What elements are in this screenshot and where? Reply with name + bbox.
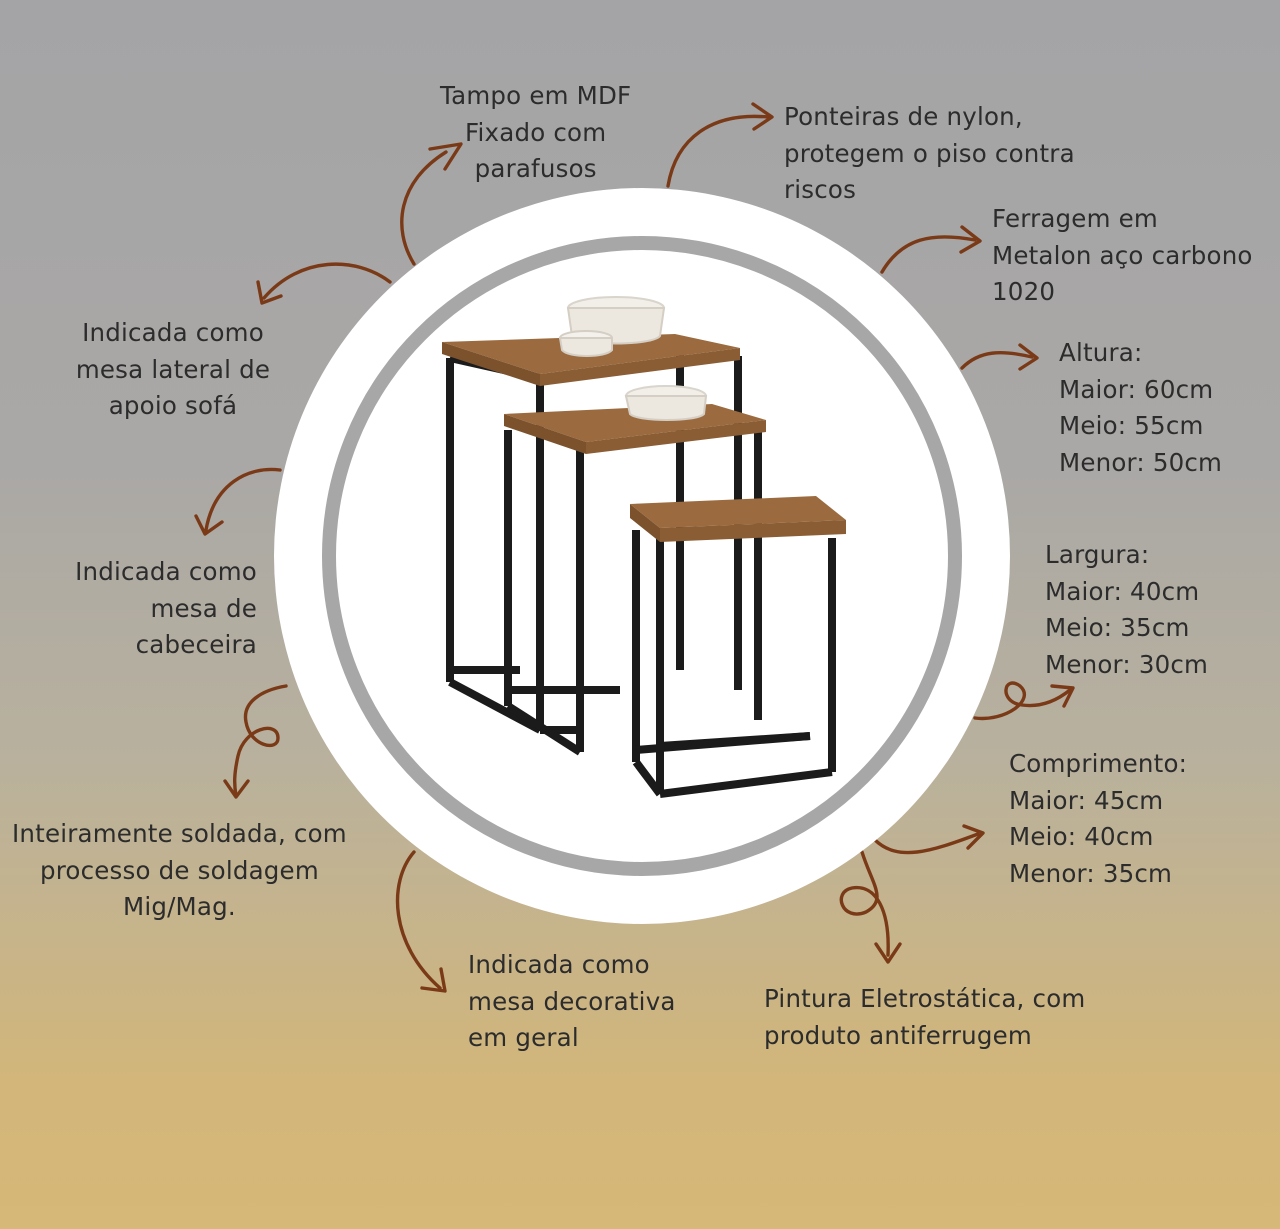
- bowl-set: [558, 296, 708, 421]
- label-comprimento: Comprimento: Maior: 45cm Meio: 40cm Meno…: [1009, 749, 1188, 888]
- label-altura: Altura: Maior: 60cm Meio: 55cm Menor: 50…: [1059, 338, 1223, 477]
- arrow-soldada: [223, 684, 288, 799]
- small-table: [632, 530, 836, 798]
- nesting-tables-illustration: [442, 296, 846, 798]
- label-soldada: Inteiramente soldada, com processo de so…: [12, 819, 347, 921]
- arrow-decorativa: [395, 850, 447, 993]
- label-tampo: Tampo em MDF Fixado com parafusos: [440, 81, 632, 183]
- label-cabeceira: Indicada como mesa de cabeceira: [75, 557, 257, 659]
- medium-table: [504, 430, 762, 756]
- label-largura: Largura: Maior: 40cm Meio: 35cm Menor: 3…: [1045, 540, 1209, 679]
- label-lateral: Indicada como mesa lateral de apoio sofá: [75, 318, 271, 420]
- arrow-pintura: [839, 850, 902, 964]
- label-ferragem: Ferragem em Metalon aço carbono 1020: [992, 204, 1253, 306]
- arrow-largura: [973, 681, 1075, 721]
- small-table-top: [630, 496, 846, 528]
- arrow-lateral: [256, 262, 392, 305]
- arrow-altura: [960, 343, 1039, 371]
- label-ponteiras: Ponteiras de nylon, protegem o piso cont…: [784, 102, 1075, 204]
- arrow-comprimento: [873, 824, 985, 855]
- label-pintura: Pintura Eletrostática, com produto antif…: [764, 984, 1086, 1050]
- label-decorativa: Indicada como mesa decorativa em geral: [468, 950, 676, 1052]
- arrow-ferragem: [880, 225, 982, 274]
- arrow-tampo: [400, 142, 463, 266]
- arrow-ponteiras: [666, 102, 774, 188]
- arrow-cabeceira: [194, 467, 282, 536]
